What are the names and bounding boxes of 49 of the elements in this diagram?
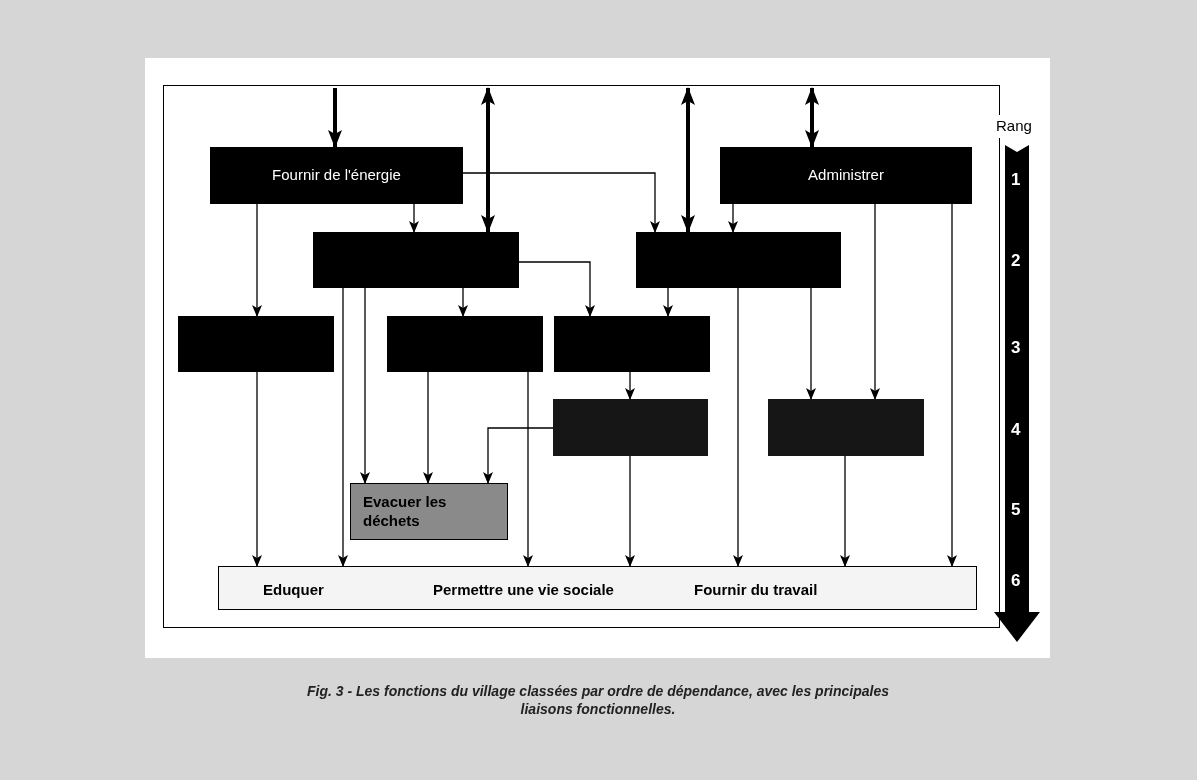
function-box [350,483,508,540]
function-box [210,147,463,204]
rank-number: 5 [1011,499,1021,521]
node-text: Eduquer [263,580,324,600]
rank-number: 1 [1011,169,1021,191]
caption: Fig. 3 - Les fonctions du village classées par ordre de dépendance, avec les principales liaisons fonctionnelles. [306,682,890,718]
rank-number: 2 [1011,250,1021,272]
empty-box [553,399,708,456]
node-text: Permettre une vie sociale [433,580,614,600]
arrow [947,203,957,567]
node-text: Fournir de l'énergie [272,165,401,186]
node-text: Administrer [808,165,884,186]
empty-box [554,316,710,372]
arrow [523,371,533,567]
axis-title: Rang [996,115,1032,138]
node-text: Fournir du travail [694,580,818,600]
arrow [360,287,370,484]
arrow [806,287,816,400]
empty-box [387,316,543,372]
arrow [483,427,554,484]
empty-box [768,399,924,456]
arrow [840,455,850,567]
rank-number: 6 [1011,570,1021,592]
arrow [252,203,262,317]
arrow [625,371,635,400]
arrow [409,203,419,233]
function-box [720,147,972,204]
empty-box [636,232,841,288]
arrow [681,87,695,233]
arrow [328,88,342,148]
arrow [805,87,819,148]
arrow [625,455,635,567]
arrow [728,203,738,233]
arrow [870,203,880,400]
arrow [458,287,468,317]
node-text: Evacuer les déchets [362,492,448,531]
arrow [423,371,433,484]
arrow [663,287,673,317]
arrow [518,261,595,317]
arrow [481,87,495,233]
arrow [252,371,262,567]
rank-number: 3 [1011,337,1021,359]
function-band [218,566,977,610]
empty-box [178,316,334,372]
arrow [733,287,743,567]
arrow [338,287,348,567]
arrow [462,172,660,233]
empty-box [313,232,519,288]
rank-number: 4 [1011,419,1021,441]
